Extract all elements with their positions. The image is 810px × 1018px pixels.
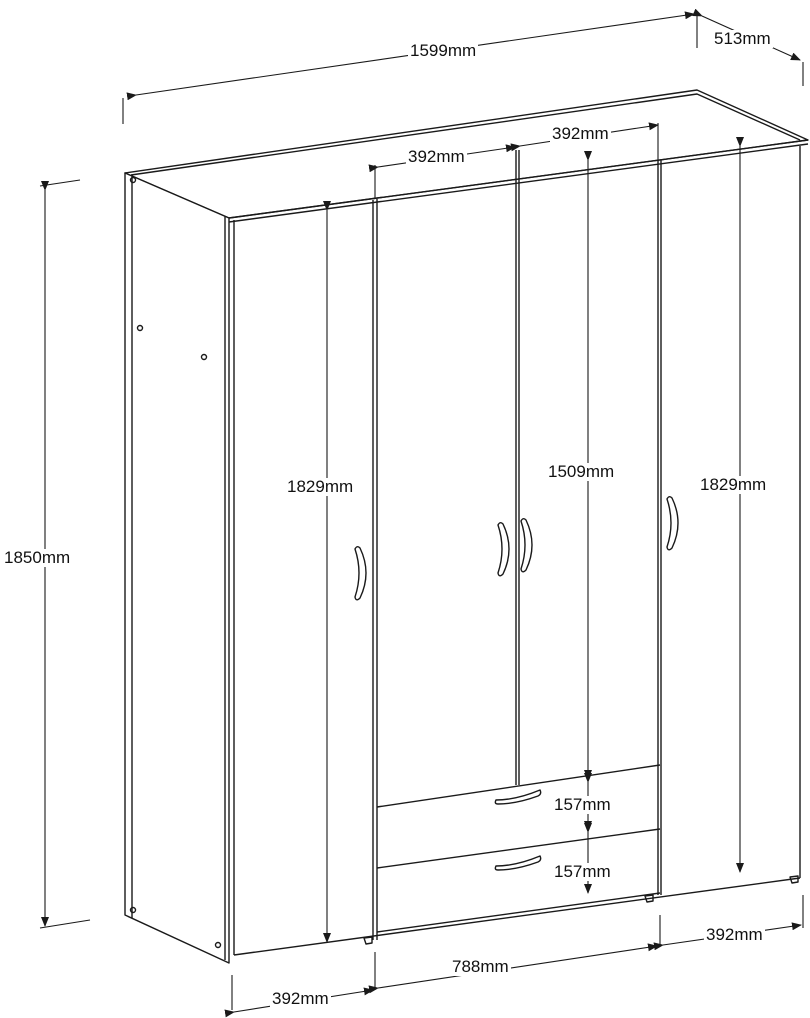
wardrobe-left-side-panel [124, 172, 230, 964]
wardrobe-front [233, 146, 801, 956]
dimension-upper-drawer-height: 157mm [552, 795, 613, 814]
drawer-lower [376, 855, 661, 933]
foot [363, 936, 373, 945]
dimension-center-door-height: 1509mm [546, 462, 617, 481]
dimension-bottom-left-width: 392mm [270, 989, 331, 1008]
dimension-overall-height: 1850mm [2, 548, 73, 567]
dimension-top-door-left-width: 392mm [406, 147, 467, 166]
dimension-overall-width: 1599mm [408, 41, 479, 60]
door-handle-icon [520, 518, 533, 573]
dimension-bottom-center-width: 788mm [450, 957, 511, 976]
drawer-handle-icon [494, 855, 542, 871]
dimension-bottom-right-width: 392mm [704, 925, 765, 944]
drawer-handle-icon [494, 789, 542, 805]
door-handle-icon [666, 496, 679, 551]
dimension-lower-drawer-height: 157mm [552, 862, 613, 881]
dimension-overall-depth: 513mm [712, 29, 773, 48]
foot [789, 875, 799, 884]
door-left [372, 199, 378, 940]
dimension-top-door-right-width: 392mm [550, 124, 611, 143]
drawer-upper [376, 764, 661, 869]
door-handle-icon [497, 522, 510, 577]
door-handle-icon [354, 546, 367, 601]
door-center-divider [515, 150, 520, 785]
dimension-left-door-height: 1829mm [285, 477, 356, 496]
dimension-right-door-height: 1829mm [698, 475, 769, 494]
foot [644, 894, 654, 903]
door-right [657, 160, 662, 895]
